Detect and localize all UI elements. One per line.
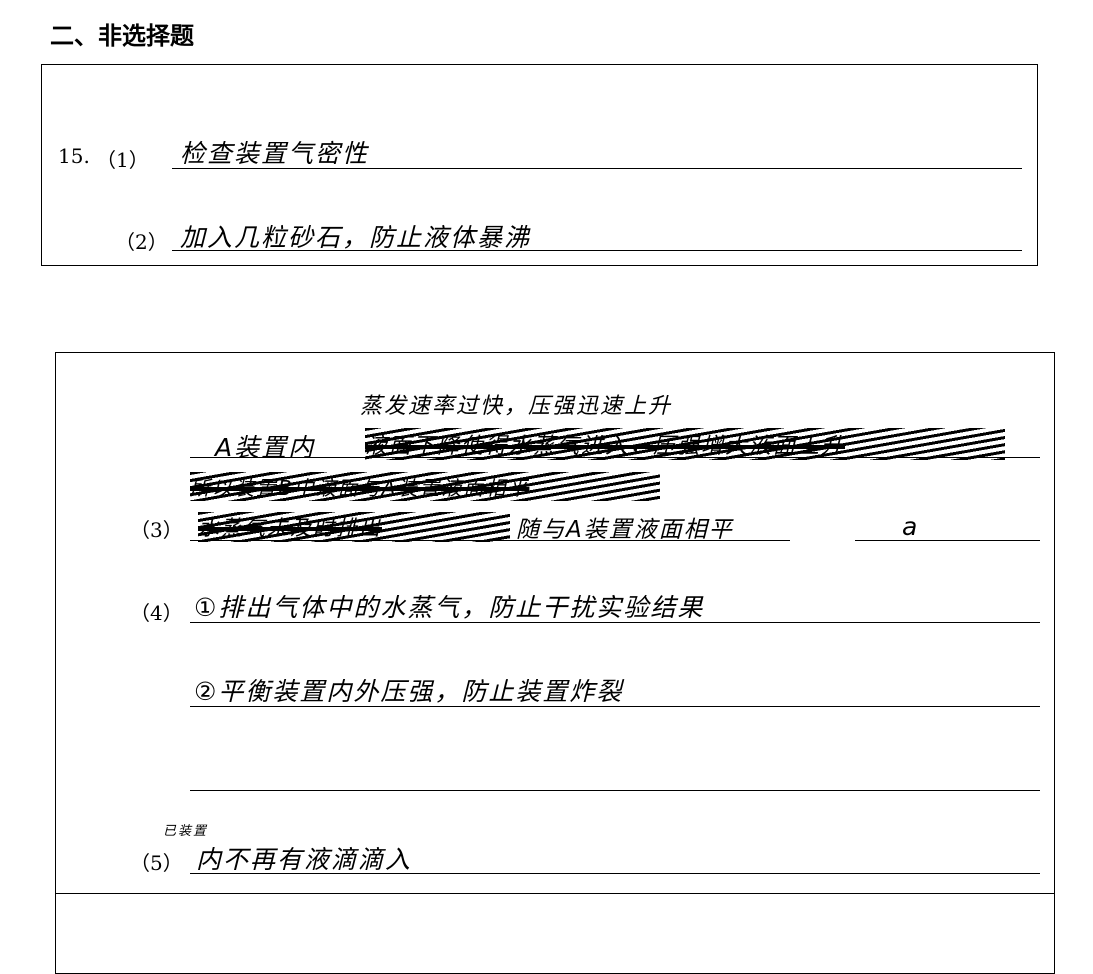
insertion-3: 蒸发速率过快，压强迅速上升 <box>360 394 673 419</box>
part-label-5: （5） <box>130 851 183 875</box>
answer-line-3b <box>190 540 790 541</box>
side-answer: a <box>902 512 920 541</box>
question-number: 15. <box>58 144 90 168</box>
box-divider <box>55 893 1055 894</box>
insertion-5: 已装置 <box>163 824 209 839</box>
answer-line-3c <box>855 540 1040 541</box>
struck-text-1: 液面下降使得水蒸气进入，压强增大液面上升 <box>365 428 1005 460</box>
answer-5: 内不再有液滴滴入 <box>196 845 413 874</box>
answer-line-1 <box>172 168 1022 169</box>
struck-text-3: 水蒸气未及时排出 <box>198 512 510 542</box>
answer-line-2 <box>172 250 1022 251</box>
part-label-2: （2） <box>115 230 168 254</box>
section-title: 二、非选择题 <box>50 22 194 50</box>
answer-1: 检查装置气密性 <box>180 139 370 168</box>
part-label-4: （4） <box>130 601 183 625</box>
answer-3-prefix: A装置内 <box>215 433 316 462</box>
answer-line-4c <box>190 790 1040 791</box>
answer-line-4b <box>190 706 1040 707</box>
answer-line-4a <box>190 622 1040 623</box>
answer-line-3a <box>190 457 1040 458</box>
answer-2: 加入几粒砂石，防止液体暴沸 <box>180 223 532 252</box>
answer-3: 随与A装置液面相平 <box>516 517 734 543</box>
part-label-3: （3） <box>130 518 183 542</box>
part-label-1: （1） <box>96 148 149 172</box>
answer-line-5 <box>190 873 1040 874</box>
answer-4-1: ①排出气体中的水蒸气，防止干扰实验结果 <box>194 593 705 622</box>
struck-text-2: 所以装置B中液面与A装置液面相平 <box>190 472 660 501</box>
answer-4-2: ②平衡装置内外压强，防止装置炸裂 <box>194 677 624 706</box>
answer-box-q15 <box>41 64 1038 266</box>
